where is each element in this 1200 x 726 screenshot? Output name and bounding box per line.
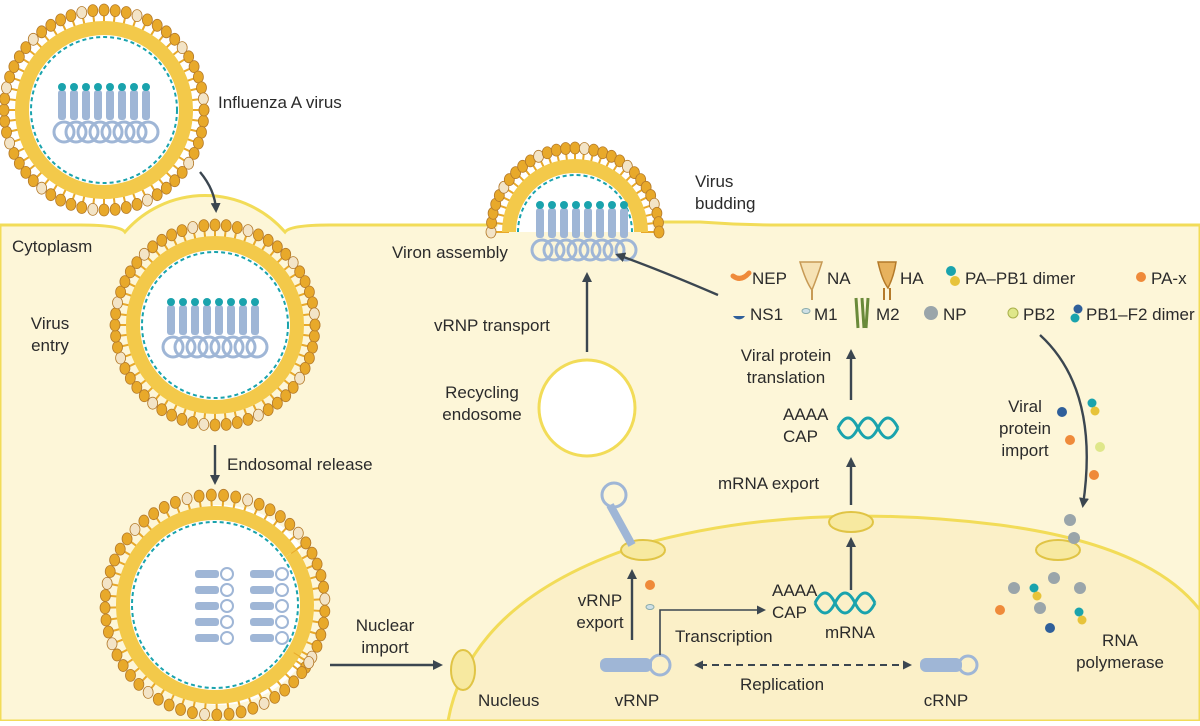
label-vrnp-transport: vRNP transport [434, 316, 550, 335]
m1-icon [802, 309, 810, 314]
virus-entry-particle [110, 219, 320, 431]
label-endosomal-release: Endosomal release [227, 455, 373, 474]
label-recycling-endosome-1: Recycling [445, 383, 519, 402]
label-influenza-a-virus: Influenza A virus [218, 93, 342, 112]
legend-label-pb1-f2: PB1–F2 dimer [1086, 305, 1195, 324]
label-crnp: cRNP [924, 691, 968, 710]
label-viral-protein-import-1: Viral [1008, 397, 1042, 416]
label-mrna-export: mRNA export [718, 474, 819, 493]
label-vrnp: vRNP [615, 691, 659, 710]
label-viral-protein-translation-2: translation [747, 368, 825, 387]
pa-x-icon [1136, 272, 1146, 282]
legend-label-pa-pb1: PA–PB1 dimer [965, 269, 1076, 288]
label-rna-polymerase-1: RNA [1102, 631, 1139, 650]
label-aaaa-nucleus: AAAA [772, 581, 818, 600]
label-viral-protein-import-2: protein [999, 419, 1051, 438]
label-cytoplasm: Cytoplasm [12, 237, 92, 256]
label-viral-protein-translation-1: Viral protein [741, 346, 831, 365]
label-rna-polymerase-2: polymerase [1076, 653, 1164, 672]
label-cap-cytoplasm: CAP [783, 427, 818, 446]
label-aaaa-cytoplasm: AAAA [783, 405, 829, 424]
label-recycling-endosome-2: endosome [442, 405, 521, 424]
recycling-endosome [539, 360, 635, 456]
legend-label-m2: M2 [876, 305, 900, 324]
legend-label-ha: HA [900, 269, 924, 288]
label-virus-entry-2: entry [31, 336, 69, 355]
label-virion-assembly: Viron assembly [392, 243, 508, 262]
label-nucleus: Nucleus [478, 691, 539, 710]
legend-label-na: NA [827, 269, 851, 288]
label-vrnp-export-2: export [576, 613, 624, 632]
label-nuclear-import-2: import [361, 638, 409, 657]
legend-label-nep: NEP [752, 269, 787, 288]
label-mrna: mRNA [825, 623, 876, 642]
label-nuclear-import-1: Nuclear [356, 616, 415, 635]
legend-label-np: NP [943, 305, 967, 324]
influenza-virus-particle [0, 4, 209, 216]
np-icon [924, 306, 938, 320]
label-replication: Replication [740, 675, 824, 694]
label-virus-budding-1: Virus [695, 172, 733, 191]
label-virus-entry-1: Virus [31, 314, 69, 333]
label-virus-budding-2: budding [695, 194, 756, 213]
nuclear-pore-left [451, 650, 475, 690]
legend-label-pb2: PB2 [1023, 305, 1055, 324]
pb2-icon [1008, 308, 1018, 318]
label-vrnp-export-1: vRNP [578, 591, 622, 610]
legend-label-pa-x: PA-x [1151, 269, 1187, 288]
label-cap-nucleus: CAP [772, 603, 807, 622]
legend-label-ns1: NS1 [750, 305, 783, 324]
nuclear-pore-mrna [829, 512, 873, 532]
label-transcription: Transcription [675, 627, 773, 646]
legend-label-m1: M1 [814, 305, 838, 324]
label-viral-protein-import-3: import [1001, 441, 1049, 460]
